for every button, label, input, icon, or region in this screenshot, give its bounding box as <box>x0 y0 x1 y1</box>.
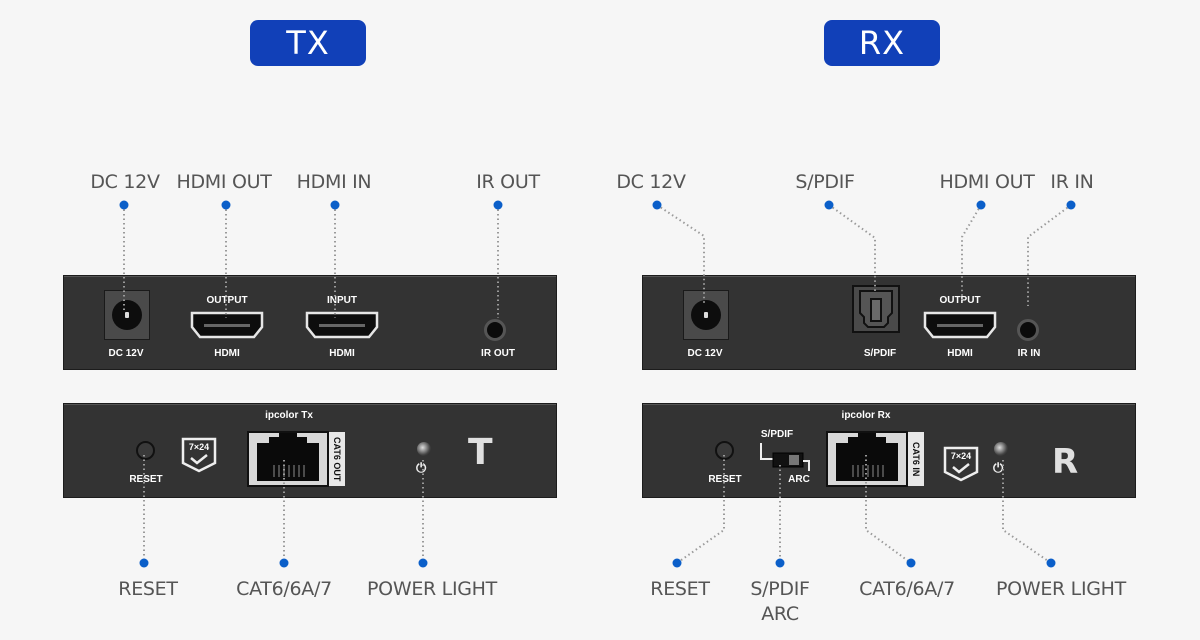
rx-switch-bottom-label: ARC <box>788 474 810 485</box>
tx-hdmi-in-port-icon <box>305 311 379 339</box>
tx-hdmi-out-port-icon <box>190 311 264 339</box>
tx-hdmi-out-bottom-label: HDMI <box>214 348 240 359</box>
shield-check-icon <box>181 437 217 473</box>
rx-callout-arc: ARC <box>761 603 799 625</box>
rx-power-led-icon <box>994 442 1008 456</box>
dc-jack-hole-icon <box>691 300 721 330</box>
tx-cat-label: CAT6 OUT <box>329 432 345 486</box>
tx-rear-panel: ipcolor Tx RESET 7×24 CAT6 OUT ⏻ T <box>63 403 557 498</box>
rx-dc-label: DC 12V <box>687 348 723 359</box>
tx-dot-reset <box>139 558 149 568</box>
tx-brand-label: ipcolor Tx <box>265 410 313 421</box>
rx-callout-dc12v: DC 12V <box>616 171 686 193</box>
tx-hdmi-in-top-label: INPUT <box>327 295 357 306</box>
rx-hdmi-out-bottom-label: HDMI <box>947 348 973 359</box>
tx-dc-label: DC 12V <box>108 348 144 359</box>
rx-dot-cat <box>906 558 916 568</box>
rx-logo-letter: R <box>1052 442 1079 482</box>
rx-dot-ir-in <box>1066 200 1076 210</box>
tx-power-led-icon <box>417 442 431 456</box>
tx-dot-hdmi-in <box>330 200 340 210</box>
tx-reset-button <box>136 441 155 460</box>
tx-callout-dc12v: DC 12V <box>90 171 160 193</box>
rx-switch-top-label: S/PDIF <box>760 429 794 440</box>
tx-dot-ir-out <box>493 200 503 210</box>
rx-rear-panel: ipcolor Rx RESET S/PDIF ARC CAT6 IN 7×24… <box>642 403 1136 498</box>
tx-callout-ir-out: IR OUT <box>476 171 540 193</box>
rx-7x24-label: 7×24 <box>950 451 972 461</box>
rx-cat-label: CAT6 IN <box>908 432 924 486</box>
shield-check-icon <box>943 446 979 482</box>
rx-dot-hdmi-out <box>976 200 986 210</box>
tx-dc-jack <box>104 290 150 340</box>
rx-reset-label: RESET <box>708 474 742 485</box>
spdif-arc-switch-icon <box>760 443 810 471</box>
tx-dot-power-light <box>418 558 428 568</box>
rx-dot-power-light <box>1046 558 1056 568</box>
tx-ir-out-label: IR OUT <box>481 348 515 359</box>
rx-hdmi-out-top-label: OUTPUT <box>939 295 981 306</box>
tx-logo-letter: T <box>468 432 493 473</box>
tx-callout-power-light: POWER LIGHT <box>367 578 497 600</box>
rx-callout-cat: CAT6/6A/7 <box>859 578 955 600</box>
power-symbol-icon: ⏻ <box>993 460 1004 475</box>
rx-callout-ir-in: IR IN <box>1050 171 1094 193</box>
tx-callout-cat: CAT6/6A/7 <box>236 578 332 600</box>
tx-callout-reset: RESET <box>118 578 178 600</box>
rx-dot-spdif <box>824 200 834 210</box>
rx-dot-spdif-arc <box>775 558 785 568</box>
rx-callout-reset: RESET <box>650 578 710 600</box>
tx-callout-hdmi-out: HDMI OUT <box>176 171 272 193</box>
tx-dot-dc12v <box>119 200 129 210</box>
rx-spdif-label: S/PDIF <box>863 348 897 359</box>
rx-dc-jack <box>683 290 729 340</box>
tx-dot-hdmi-out <box>221 200 231 210</box>
tx-ir-out-jack-icon <box>484 319 506 341</box>
rx-reset-button <box>715 441 734 460</box>
tx-callout-hdmi-in: HDMI IN <box>296 171 372 193</box>
rx-front-panel: DC 12V S/PDIF OUTPUT HDMI IR IN <box>642 275 1136 370</box>
rx-spdif-port-icon <box>852 285 900 333</box>
rx-hdmi-out-port-icon <box>923 311 997 339</box>
rx-brand-label: ipcolor Rx <box>841 410 891 421</box>
tx-front-panel: DC 12V OUTPUT HDMI INPUT HDMI IR OUT <box>63 275 557 370</box>
tx-reset-label: RESET <box>129 474 163 485</box>
rx-dot-reset <box>672 558 682 568</box>
rj45-port-icon <box>247 431 329 487</box>
tx-badge: TX <box>250 20 366 66</box>
rj45-port-icon <box>826 431 908 487</box>
tx-hdmi-out-top-label: OUTPUT <box>206 295 248 306</box>
dc-jack-hole-icon <box>112 300 142 330</box>
rx-ir-in-jack-icon <box>1017 319 1039 341</box>
rx-callout-spdif: S/PDIF <box>795 171 855 193</box>
rx-badge: RX <box>824 20 940 66</box>
rx-callout-power-light: POWER LIGHT <box>996 578 1126 600</box>
tx-7x24-label: 7×24 <box>188 442 210 452</box>
rx-callout-spdif: S/PDIF <box>750 578 810 600</box>
tx-hdmi-in-bottom-label: HDMI <box>329 348 355 359</box>
rx-callout-hdmi-out: HDMI OUT <box>939 171 1035 193</box>
rx-dot-dc12v <box>652 200 662 210</box>
rx-ir-in-label: IR IN <box>1017 348 1041 359</box>
power-symbol-icon: ⏻ <box>416 460 427 475</box>
tx-dot-cat <box>279 558 289 568</box>
